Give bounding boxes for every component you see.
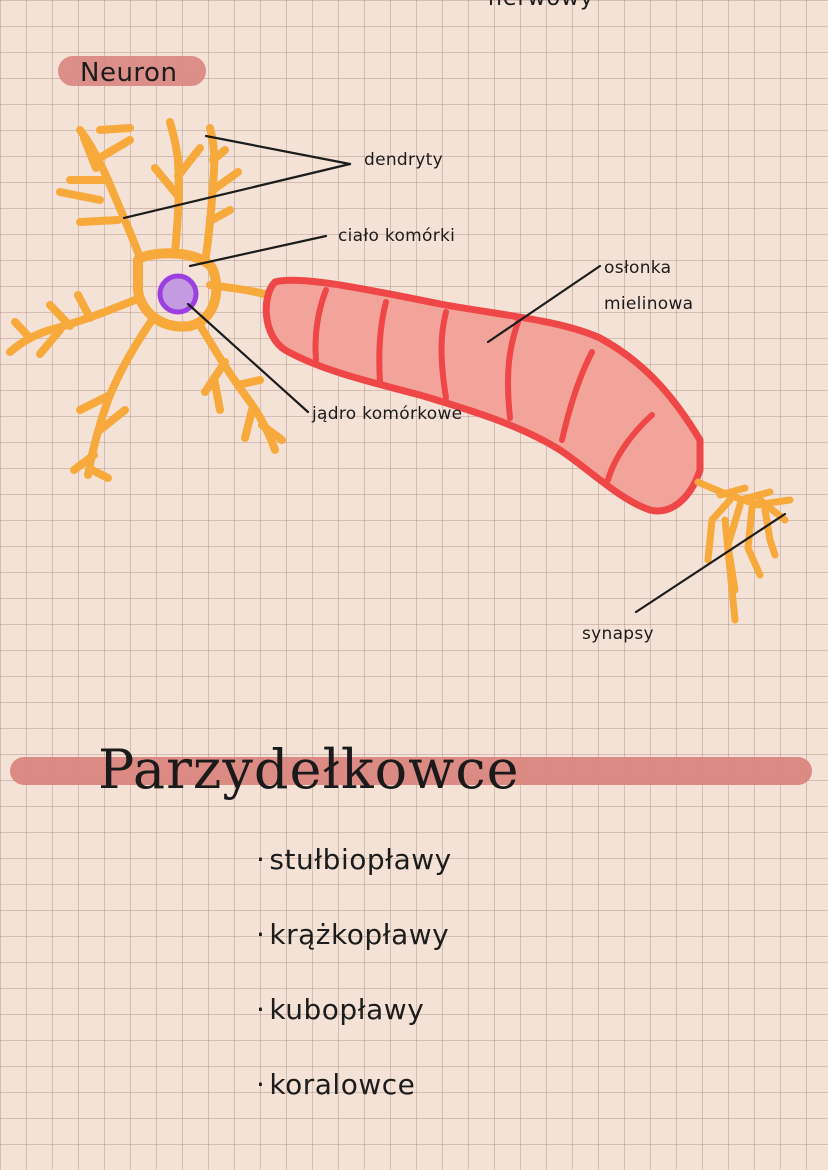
label-nucleus: jądro komórkowe [312, 404, 463, 424]
nucleus [157, 273, 199, 315]
dendrites [6, 118, 286, 482]
class-list: stułbiopławy krążkopławy kubopławy koral… [256, 840, 452, 1140]
list-item: krążkopławy [256, 915, 452, 990]
label-myelin-line2: mielinowa [604, 294, 694, 314]
myelin-sheath [262, 276, 704, 515]
list-item: kubopławy [256, 990, 452, 1065]
neuron-title-highlight [58, 56, 206, 86]
axon-terminal [694, 478, 794, 624]
label-myelin-line1: osłonka [604, 258, 672, 278]
top-heading-fragment: nerwowy [488, 0, 594, 11]
list-item: stułbiopławy [256, 840, 452, 915]
neuron-title: Neuron [80, 58, 178, 88]
label-dendrites: dendryty [364, 150, 443, 170]
list-item: koralowce [256, 1065, 452, 1140]
label-cell-body: ciało komórki [338, 226, 456, 246]
label-synapses: synapsy [582, 624, 654, 644]
leader-lines [122, 134, 787, 614]
section-title: Parzydełkowce [98, 738, 520, 801]
section-title-highlight [10, 757, 812, 785]
